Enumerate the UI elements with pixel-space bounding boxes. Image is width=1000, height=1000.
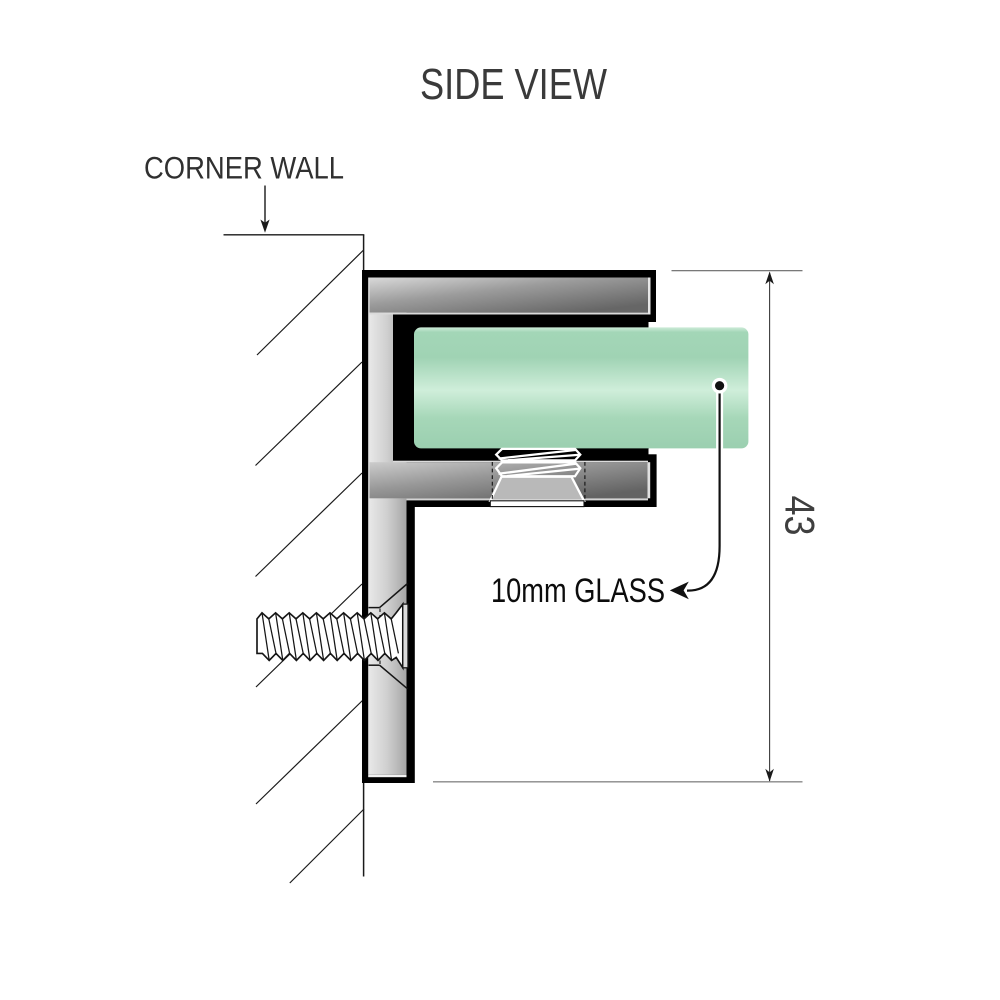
svg-text:10mm GLASS: 10mm GLASS: [491, 572, 665, 610]
svg-text:SIDE VIEW: SIDE VIEW: [420, 60, 607, 109]
svg-text:CORNER WALL: CORNER WALL: [144, 150, 344, 186]
svg-text:43: 43: [777, 496, 824, 536]
